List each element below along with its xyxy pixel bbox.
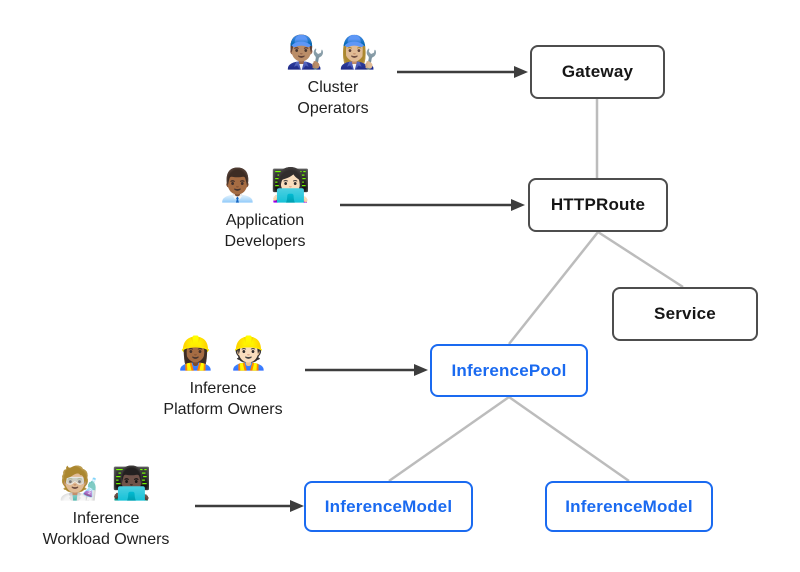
edge-httproute-service: [597, 230, 684, 289]
actor-inference-workload-owners: 🧑🏼‍🔬 👨🏿‍💻 Inference Workload Owners: [11, 461, 201, 550]
construction-workers-icon: 👷🏾‍♀️ 👷🏻: [175, 335, 271, 371]
actor-label: Inference Workload Owners: [42, 510, 170, 548]
node-inference-pool: InferencePool: [430, 344, 588, 397]
office-worker-technologist-icon: 👨🏾‍💼 👩🏻‍💻: [217, 167, 313, 203]
actor-label: Application Developers: [224, 212, 306, 250]
node-httproute: HTTPRoute: [528, 178, 668, 232]
node-service: Service: [612, 287, 758, 341]
scientist-technologist-icon: 🧑🏼‍🔬 👨🏿‍💻: [58, 465, 154, 501]
actor-label: Cluster Operators: [297, 79, 369, 117]
node-inference-model-2: InferenceModel: [545, 481, 713, 532]
mechanics-icon: 👨🏽‍🔧 👩🏼‍🔧: [285, 34, 381, 70]
edge-httproute-inferencepool: [508, 231, 599, 345]
edge-inferencepool-model-2: [508, 395, 630, 483]
edge-inferencepool-model-1: [388, 395, 510, 483]
actor-application-developers: 👨🏾‍💼 👩🏻‍💻 Application Developers: [185, 163, 345, 252]
node-gateway: Gateway: [530, 45, 665, 99]
actor-label: Inference Platform Owners: [163, 380, 283, 418]
node-inference-model-1: InferenceModel: [304, 481, 473, 532]
actor-inference-platform-owners: 👷🏾‍♀️ 👷🏻 Inference Platform Owners: [128, 331, 318, 420]
actor-cluster-operators: 👨🏽‍🔧 👩🏼‍🔧 Cluster Operators: [253, 30, 413, 119]
